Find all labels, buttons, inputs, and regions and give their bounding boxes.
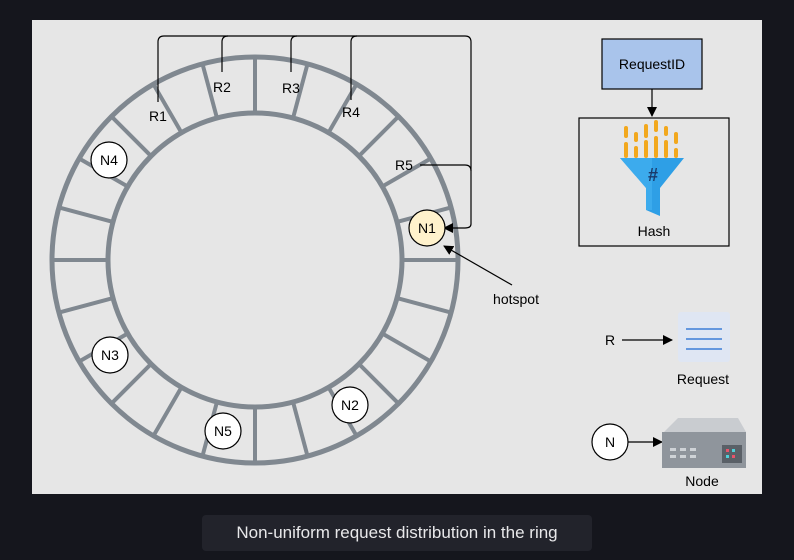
ring-dividers — [52, 57, 458, 463]
ring-node-n3-label: N3 — [101, 347, 119, 363]
figure-caption: Non-uniform request distribution in the … — [202, 515, 592, 551]
legend-request-symbol: R — [605, 332, 615, 348]
ring-divider — [357, 115, 400, 158]
ring-node-n4: N4 — [90, 141, 128, 179]
connector-r2 — [221, 35, 229, 72]
ring-node-n2: N2 — [331, 386, 369, 424]
request-label-r4: R4 — [342, 104, 360, 120]
legend-request-label: Request — [677, 371, 729, 387]
diagram-svg: R1 R2 R3 R4 R5 N1 N2 N3 N4 N5 hotspot — [49, 35, 746, 489]
server-node-icon — [662, 418, 746, 468]
diagram-canvas: R1 R2 R3 R4 R5 N1 N2 N3 N4 N5 hotspot — [32, 20, 762, 494]
connector-r5 — [420, 164, 472, 172]
legend-node-symbol: N — [605, 434, 615, 450]
hash-label: Hash — [638, 223, 671, 239]
ring-node-n3: N3 — [91, 336, 129, 374]
ring-node-n5: N5 — [204, 412, 242, 450]
ring-divider — [200, 63, 219, 119]
ring-node-n4-label: N4 — [100, 152, 118, 168]
request-connectors — [157, 35, 472, 233]
ring-divider — [291, 401, 310, 457]
hotspot-arrow — [443, 245, 513, 286]
svg-text:#: # — [648, 165, 658, 185]
connector-into-n1 — [443, 223, 472, 233]
ring-divider — [58, 205, 114, 224]
request-document-icon — [678, 312, 730, 362]
hash-ring — [49, 54, 461, 466]
legend-node-label: Node — [685, 473, 719, 489]
connector-r3 — [290, 35, 298, 72]
request-label-r5: R5 — [395, 157, 413, 173]
ring-divider — [396, 296, 452, 315]
hash-box — [578, 117, 730, 247]
request-label-r2: R2 — [213, 79, 231, 95]
ring-divider — [110, 362, 153, 405]
ring-node-n1-label: N1 — [418, 220, 436, 236]
ring-node-n5-label: N5 — [214, 423, 232, 439]
ring-divider — [58, 296, 114, 315]
figure-caption-text: Non-uniform request distribution in the … — [236, 523, 558, 542]
request-label-r3: R3 — [282, 80, 300, 96]
connector-r1 — [157, 35, 472, 224]
ring-divider — [381, 331, 432, 364]
hash-funnel-icon: # — [620, 120, 684, 216]
request-label-r1: R1 — [149, 108, 167, 124]
ring-divider — [357, 362, 400, 405]
request-id-label: RequestID — [619, 56, 685, 72]
legend-node-circle: N — [591, 423, 629, 461]
connector-r4 — [350, 35, 358, 100]
ring-inner-circle — [105, 110, 405, 410]
ring-divider — [110, 115, 153, 158]
hotspot-label: hotspot — [493, 291, 539, 307]
ring-divider — [291, 63, 310, 119]
ring-node-n1: N1 — [408, 209, 446, 247]
ring-node-n2-label: N2 — [341, 397, 359, 413]
ring-divider — [151, 386, 184, 437]
ring-divider — [326, 83, 359, 134]
ring-divider — [381, 156, 432, 189]
